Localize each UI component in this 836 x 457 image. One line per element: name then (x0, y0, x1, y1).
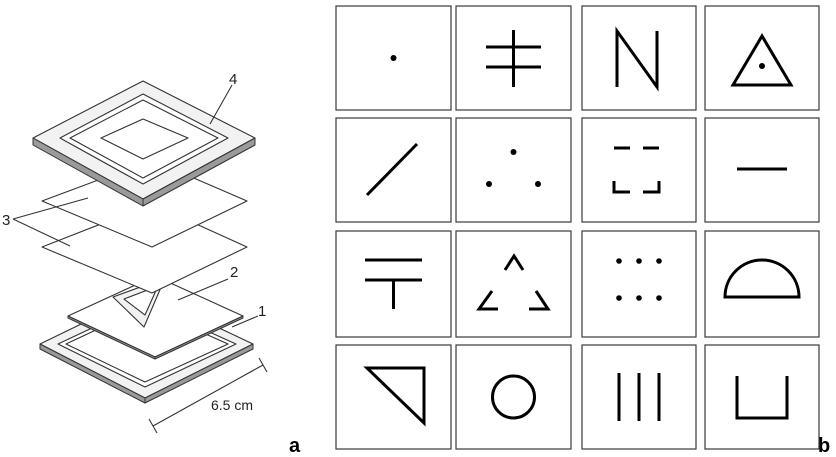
tile-circle (455, 344, 572, 450)
panel-a-apparatus: 1 2 3 4 6.5 cm (2, 71, 268, 434)
callout-2: 2 (230, 264, 238, 281)
callout-3: 3 (2, 212, 10, 229)
tile-broken-triangle (455, 230, 572, 338)
tile-n-zigzag (581, 5, 697, 111)
tile-dot (335, 5, 452, 111)
tile-bar-over-t (335, 230, 452, 338)
tile-triangle-dot (704, 5, 820, 111)
tile-diagonal-line (335, 117, 452, 223)
dimension-label: 6.5 cm (211, 397, 253, 413)
top-frame (32, 80, 256, 207)
tile-six-dots (581, 230, 697, 338)
tile-u-shape (704, 344, 820, 450)
callout-1: 1 (258, 303, 266, 320)
tile-right-triangle (335, 344, 452, 450)
stimulus-plate (67, 275, 244, 360)
tile-three-dots (455, 117, 572, 223)
panel-label-b: b (818, 435, 830, 457)
tile-half-circle (704, 230, 820, 338)
callout-4: 4 (229, 71, 237, 88)
tile-three-vertical-lines (581, 344, 697, 450)
panel-label-a: a (289, 435, 301, 457)
tile-dashed-square (581, 117, 697, 223)
symbol-grid (335, 5, 820, 450)
tile-horizontal-line (704, 117, 820, 223)
tile-double-cross (455, 5, 572, 111)
